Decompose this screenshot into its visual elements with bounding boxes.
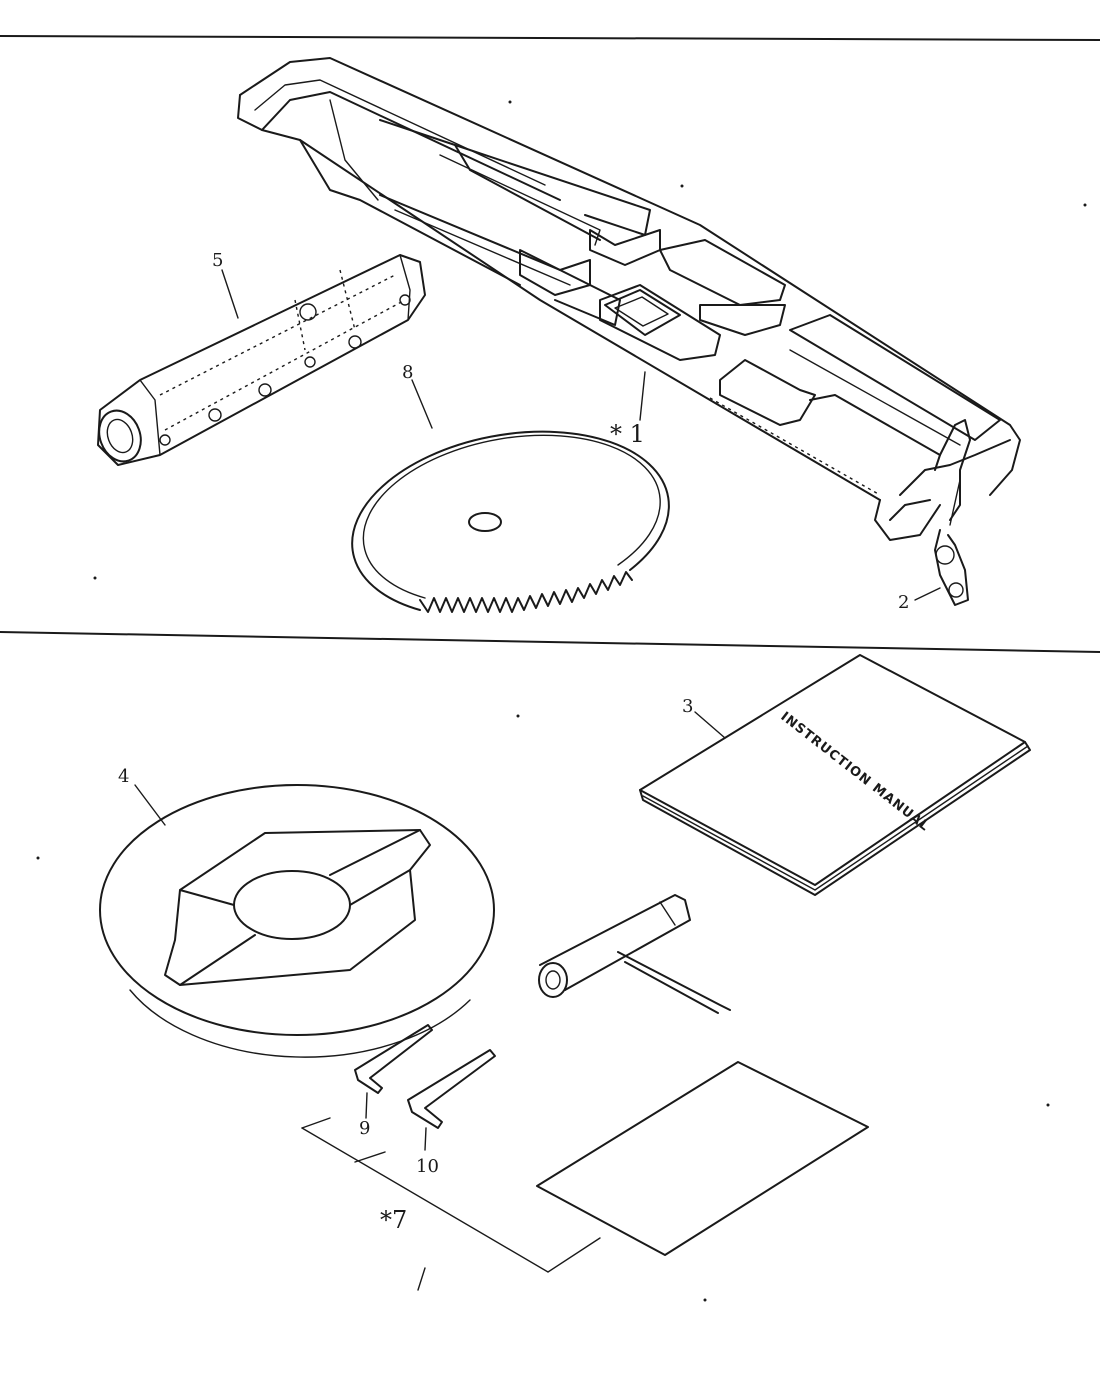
callout-part-10: 10	[416, 1156, 439, 1177]
callout-part-2: 2	[898, 592, 909, 613]
hex-key-9	[354, 1024, 433, 1094]
callout-part-4: 4	[118, 766, 129, 787]
instruction-manual-part: INSTRUCTION MANUAL	[639, 654, 1031, 896]
harness-part	[237, 57, 1021, 606]
disc-plate-part	[99, 784, 495, 1058]
kit-bracket	[301, 1117, 331, 1129]
callout-part-5: 5	[212, 250, 223, 271]
callout-part-9: 9	[359, 1118, 370, 1139]
saw-blade-part	[351, 430, 670, 613]
box-wrench-tool	[538, 894, 731, 1014]
callout-part-7: *7	[380, 1206, 407, 1234]
hex-key-10	[407, 1049, 496, 1129]
callout-part-8: 8	[402, 362, 413, 383]
callout-part-3: 3	[682, 696, 693, 717]
document-sheet-part	[536, 1061, 869, 1256]
tube-guard-part	[97, 254, 426, 466]
middle-divider-line	[0, 631, 1100, 653]
top-divider-line	[0, 35, 1100, 41]
